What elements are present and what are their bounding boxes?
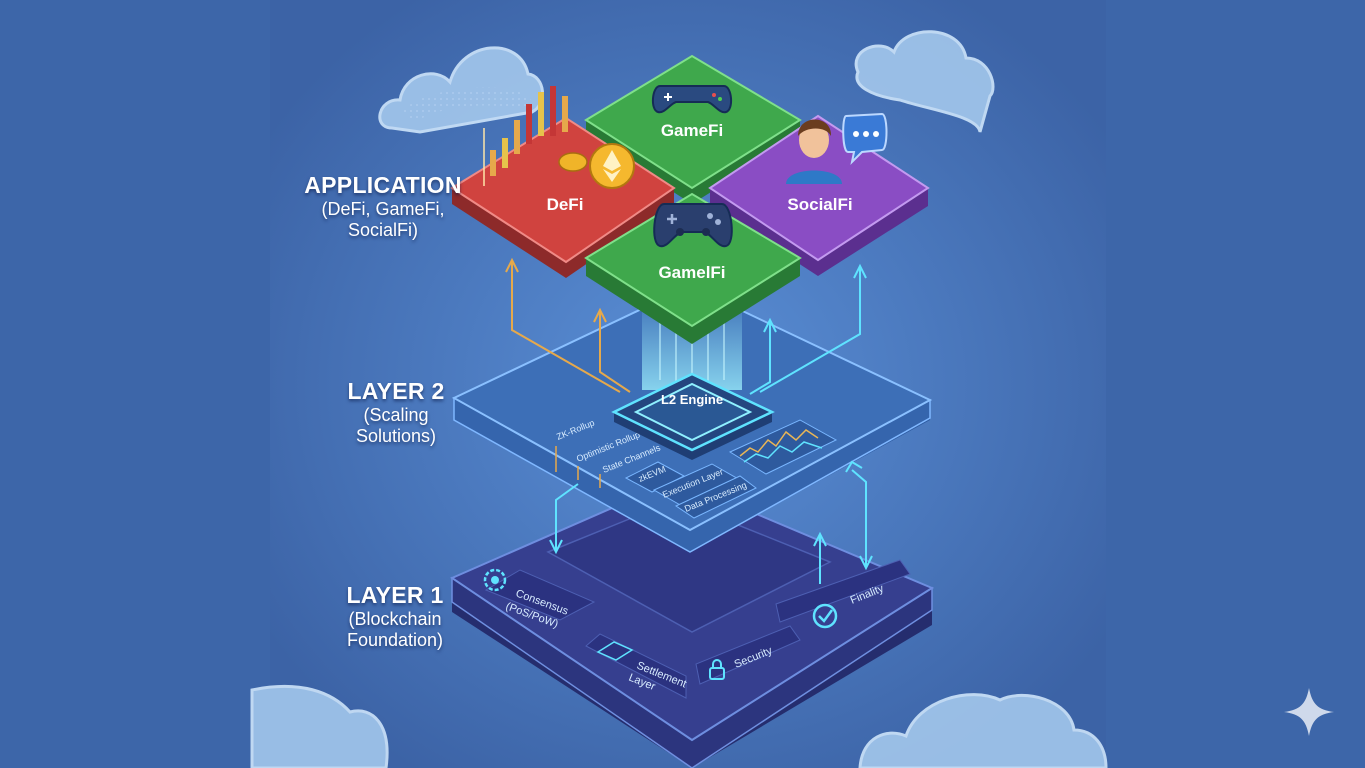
lock-icon [709,659,725,680]
gamepad-icon [653,203,733,248]
application-sub-2: SocialFi) [347,220,418,240]
chip-underlines [555,446,601,488]
tile-gamefi-front-label: GamelFi [658,263,725,282]
check-circle-icon [812,603,838,629]
layer2-sub-2: Solutions) [355,426,437,446]
tile-defi-label: DeFi [547,195,584,214]
layer1-sub-2: Foundation) [346,630,444,650]
cloud-icon [378,46,544,134]
application-label: APPLICATION (DeFi, GameFi, SocialFi) [300,172,466,241]
candlestick-chart-icon [483,86,568,186]
layer2-sub-1: (Scaling [363,405,429,425]
tile-gamefi-top-label: GameFi [661,121,723,140]
l2-engine [611,372,775,460]
application-title: APPLICATION [304,172,462,198]
settlement-icon [596,641,634,661]
tile-socialfi-label: SocialFi [787,195,852,214]
cloud-icon [854,30,995,133]
application-sub-1: (DeFi, GameFi, [321,199,445,219]
cloud-icon [858,693,1108,768]
layer1-sub-1: (Blockchain [348,609,442,629]
gear-icon [483,568,507,592]
gamepad-icon [652,85,732,114]
chat-bubble-icon [842,112,888,166]
layer1-title: LAYER 1 [346,582,444,608]
l2-engine-label: L2 Engine [661,392,723,407]
layer2-label: LAYER 2 (Scaling Solutions) [326,378,466,447]
sparkle-icon [1284,688,1334,736]
arrows [505,257,873,584]
user-avatar-icon [786,119,842,184]
layer1-platform [449,478,935,768]
l2-chip-group [624,419,838,519]
ethereum-coin-icon [558,143,635,189]
layer1-label: LAYER 1 (Blockchain Foundation) [322,582,468,651]
cloud-icon [250,684,389,768]
layer2-title: LAYER 2 [347,378,445,404]
